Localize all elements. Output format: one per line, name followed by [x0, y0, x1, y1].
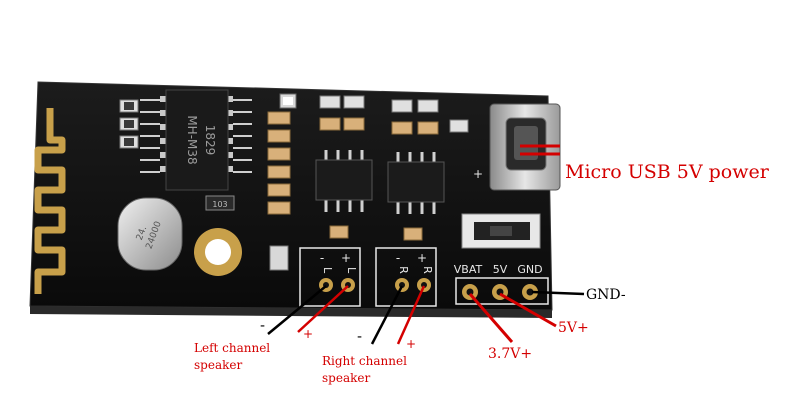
antenna-trace [34, 108, 66, 294]
right-speaker-label-2: speaker [322, 371, 370, 385]
smd-components-left [119, 99, 139, 149]
left-l-silk-1: L [321, 267, 334, 274]
annotation-right-speaker: - + Right channel speaker [322, 285, 426, 385]
gnd-label: GND- [586, 287, 626, 303]
power-switch [461, 213, 541, 249]
right-minus-label: - [357, 329, 362, 345]
right-plus-label: + [406, 337, 416, 351]
annotation-left-speaker: - + Left channel speaker [194, 285, 349, 372]
amp-chip-right [387, 152, 445, 214]
right-r-silk-2: R [421, 266, 434, 274]
left-minus-silk: - [320, 251, 324, 265]
right-channel-pads: - + R R [375, 247, 437, 307]
v37-label: 3.7V+ [488, 346, 532, 362]
led-component [279, 93, 297, 109]
right-minus-silk: - [396, 251, 400, 265]
right-r-silk-1: R [397, 266, 410, 274]
amp-chip-left [315, 150, 373, 212]
usb-power-label: Micro USB 5V power [565, 161, 770, 183]
annotation-5v: 5V+ [499, 292, 589, 336]
small-chip: 103 [205, 195, 235, 211]
crystal-marking-1: 24. [135, 225, 149, 242]
vbat-silk: VBAT [454, 263, 483, 276]
left-l-silk-2: L [345, 267, 358, 274]
annotation-usb: Micro USB 5V power [520, 144, 770, 183]
mounting-hole [194, 228, 242, 276]
small-chip-marking: 103 [212, 200, 227, 209]
chip-marking-1: MH-M38 [185, 115, 199, 164]
right-plus-silk: + [417, 251, 427, 265]
crystal-oscillator: 24. 24000 [117, 197, 183, 271]
right-speaker-label-1: Right channel [322, 354, 407, 368]
main-chip: MH-M38 1829 [140, 89, 252, 191]
left-plus-label: + [303, 327, 313, 341]
chip-marking-2: 1829 [203, 125, 217, 156]
v5-silk: 5V [493, 263, 508, 276]
annotation-3v7: 3.7V+ [468, 293, 532, 362]
gnd-silk: GND [517, 263, 542, 276]
power-pins: VBAT 5V GND [454, 263, 549, 305]
left-plus-silk: + [341, 251, 351, 265]
v5-label: 5V+ [558, 320, 589, 336]
left-speaker-label-2: speaker [194, 358, 242, 372]
usb-plus-silk: + [473, 167, 483, 181]
passive-column [267, 95, 469, 271]
left-minus-label: - [260, 318, 265, 334]
pcb-board [29, 81, 553, 318]
annotation-gnd: GND- [531, 287, 626, 303]
left-speaker-label-1: Left channel [194, 341, 270, 355]
